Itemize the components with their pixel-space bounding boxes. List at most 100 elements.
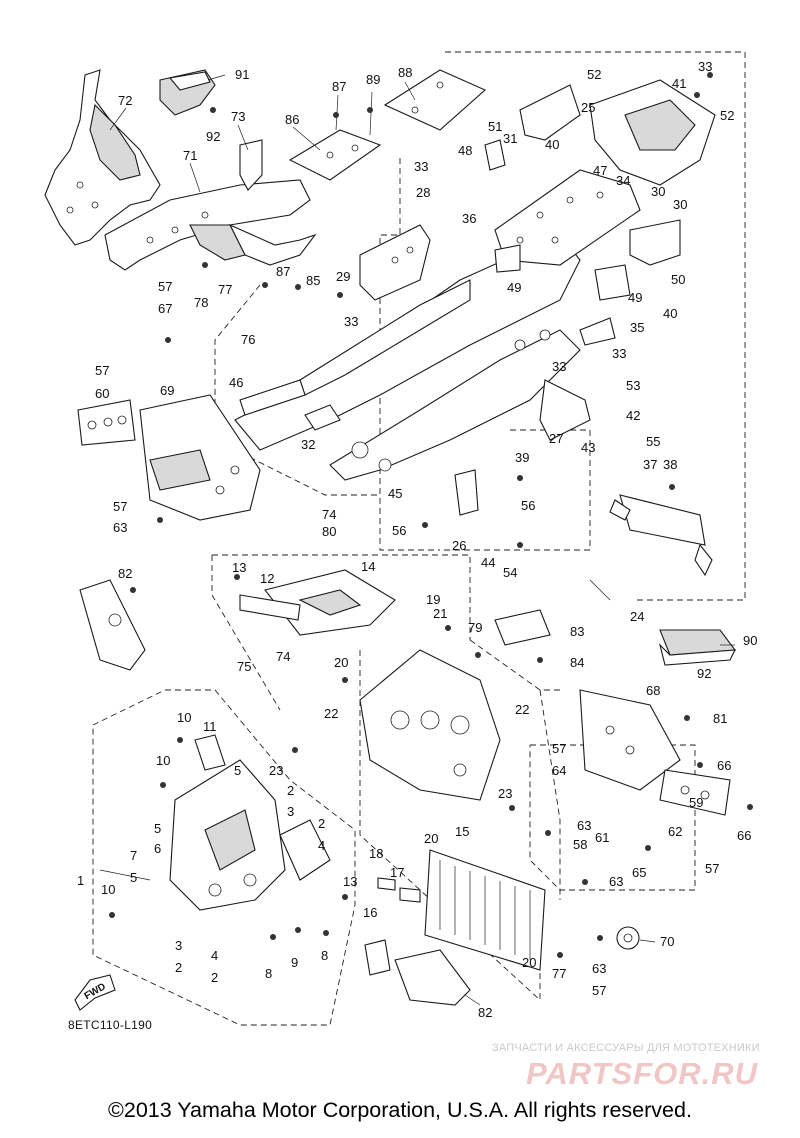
callout: 62 <box>668 824 682 839</box>
part-86-bracket-plate <box>288 129 382 181</box>
callout: 86 <box>285 112 299 127</box>
callout: 23 <box>269 763 283 778</box>
callout: 63 <box>592 961 606 976</box>
callout: 11 <box>203 719 217 734</box>
callout: 39 <box>515 450 529 465</box>
callout: 63 <box>113 520 127 535</box>
callout: 83 <box>570 624 584 639</box>
callout: 57 <box>705 861 719 876</box>
callout: 81 <box>713 711 727 726</box>
callout: 87 <box>332 79 346 94</box>
callout: 17 <box>390 865 404 880</box>
leader-lines <box>99 74 735 1006</box>
callout: 60 <box>95 386 109 401</box>
callout: 8 <box>265 966 272 981</box>
callout: 87 <box>276 264 290 279</box>
callout: 89 <box>366 72 380 87</box>
callout: 42 <box>626 408 640 423</box>
callout: 58 <box>573 837 587 852</box>
callout: 52 <box>587 67 601 82</box>
callout: 29 <box>336 269 350 284</box>
callout: 77 <box>218 282 232 297</box>
callout: 2 <box>175 960 182 975</box>
part-25-rear-crossmember <box>589 79 716 186</box>
callout: 47 <box>593 163 607 178</box>
part-11-bracket <box>194 734 226 771</box>
part-73-bracket <box>239 139 263 191</box>
callout: 92 <box>206 129 220 144</box>
part-32-bracket <box>304 404 341 431</box>
callout: 78 <box>194 295 208 310</box>
callout: 54 <box>503 565 517 580</box>
part-16-hose <box>377 877 421 903</box>
callout: 24 <box>630 609 644 624</box>
callout: 57 <box>158 279 172 294</box>
part-26-bracket <box>454 469 479 516</box>
callout: 30 <box>673 197 687 212</box>
diagram-code: 8ETC110-L190 <box>68 1018 153 1032</box>
callout: 35 <box>630 320 644 335</box>
callout: 2 <box>318 816 325 831</box>
callout: 20 <box>334 655 348 670</box>
watermark-logo: PARTSFOR.RU <box>526 1056 759 1091</box>
callout: 61 <box>595 830 609 845</box>
callout: 65 <box>632 865 646 880</box>
callout: 44 <box>481 555 495 570</box>
callout: 57 <box>592 983 606 998</box>
callout: 64 <box>552 763 566 778</box>
watermark-caption: ЗАПЧАСТИ И АКСЕССУАРЫ ДЛЯ МОТОТЕХНИКИ <box>492 1042 760 1054</box>
callout: 63 <box>577 818 591 833</box>
callout: 36 <box>462 211 476 226</box>
callout: 9 <box>291 955 298 970</box>
part-88-cover-plate <box>383 69 487 131</box>
callout: 22 <box>324 706 338 721</box>
callout: 5 <box>154 821 161 836</box>
callout: 7 <box>130 848 137 863</box>
callout: 76 <box>241 332 255 347</box>
callout: 31 <box>503 131 517 146</box>
part-50-bracket <box>629 219 681 266</box>
callout: 67 <box>158 301 172 316</box>
callout: 70 <box>660 934 674 949</box>
callout: 55 <box>646 434 660 449</box>
callout: 13 <box>343 874 357 889</box>
callout: 20 <box>424 831 438 846</box>
callout: 85 <box>306 273 320 288</box>
callout: 57 <box>113 499 127 514</box>
callout: 72 <box>118 93 132 108</box>
part-60-gasket <box>77 399 136 446</box>
callout: 68 <box>646 683 660 698</box>
callout: 13 <box>232 560 246 575</box>
callout: 33 <box>344 314 358 329</box>
callout: 56 <box>521 498 535 513</box>
callout: 82 <box>478 1005 492 1020</box>
callout: 32 <box>301 437 315 452</box>
part-1-front-frame-assembly <box>169 759 331 911</box>
part-82-lower-bracket <box>364 939 471 1006</box>
callout: 66 <box>737 828 751 843</box>
callout: 26 <box>452 538 466 553</box>
part-48-hook <box>484 139 506 171</box>
part-83-bracket <box>494 609 551 646</box>
callout: 14 <box>361 559 375 574</box>
callout: 46 <box>229 375 243 390</box>
callout: 49 <box>628 290 642 305</box>
callout: 49 <box>507 280 521 295</box>
callout: 50 <box>671 272 685 287</box>
part-46-side-rail <box>239 379 306 416</box>
callout: 37 <box>643 457 657 472</box>
part-28-mount-plate <box>359 224 431 301</box>
callout: 84 <box>570 655 584 670</box>
part-71-steering-post-frame <box>104 179 317 271</box>
callout: 25 <box>581 100 595 115</box>
callout: 10 <box>101 882 115 897</box>
callout: 19 <box>426 592 440 607</box>
part-fwd-arrow <box>74 974 116 1011</box>
callout: 4 <box>211 948 218 963</box>
callout: 74 <box>276 649 290 664</box>
callout: 75 <box>237 659 251 674</box>
callout: 21 <box>433 606 447 621</box>
callout: 74 <box>322 507 336 522</box>
callout: 43 <box>581 440 595 455</box>
